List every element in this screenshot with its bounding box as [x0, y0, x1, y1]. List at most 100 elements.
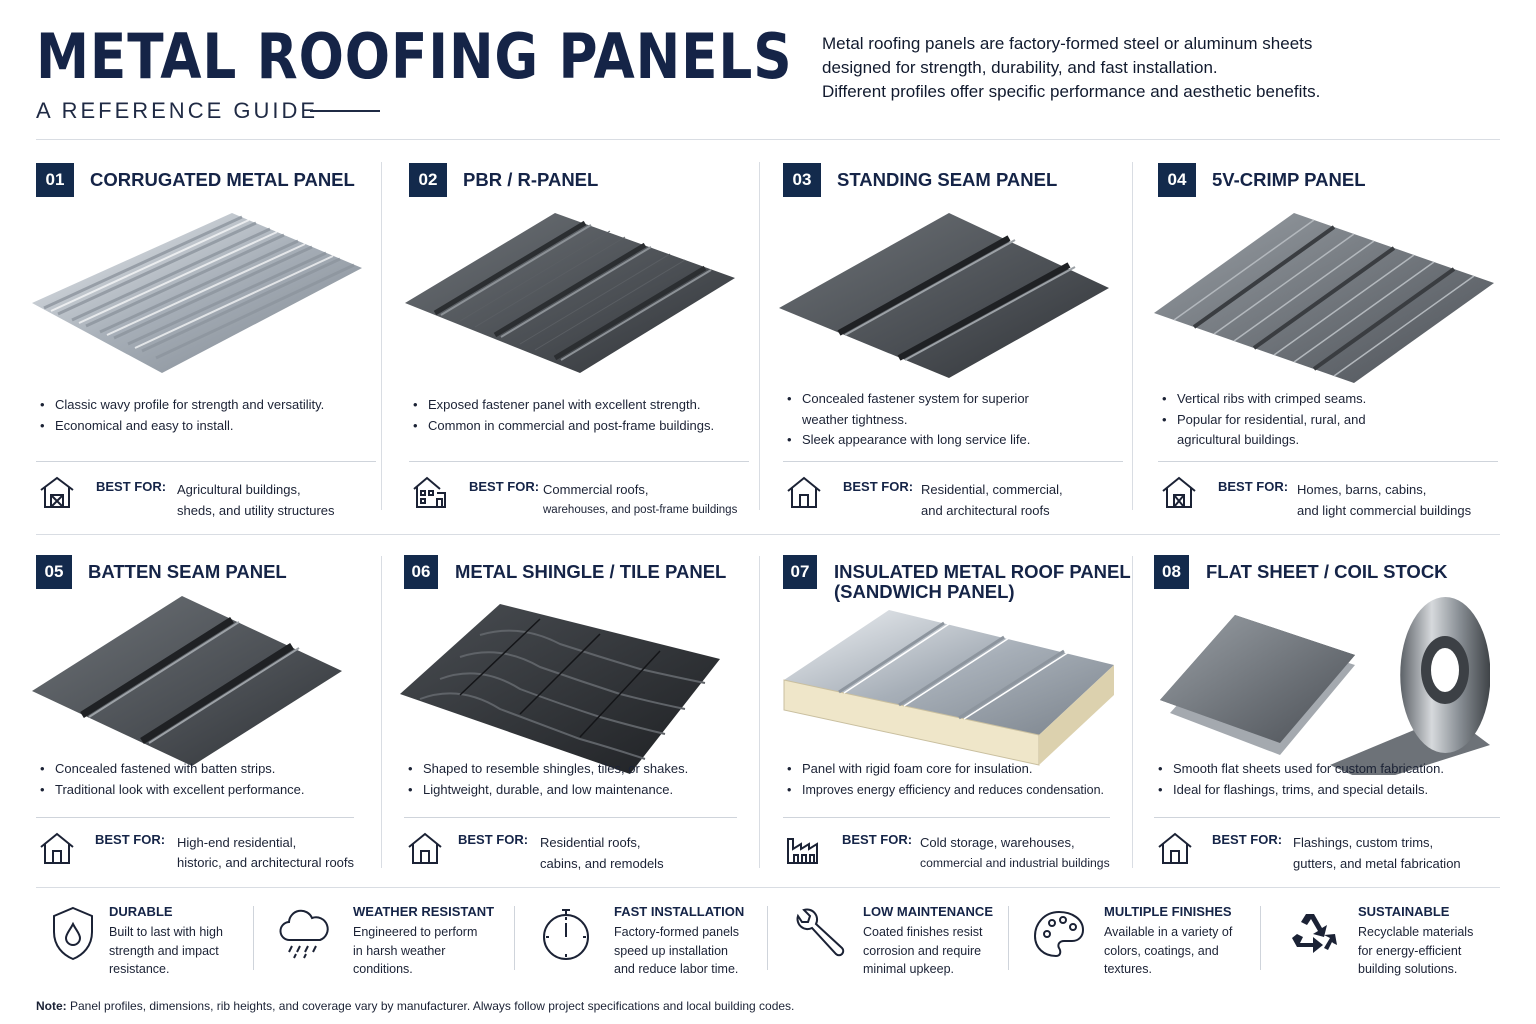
bullet-item: Popular for residential, rural, and — [1162, 410, 1498, 431]
metal-shingle-panel-image — [400, 604, 720, 774]
best-for-label: BEST FOR: — [96, 479, 167, 494]
feature-divider — [767, 906, 768, 970]
panel-number: 07 — [783, 555, 817, 589]
feature-sustainable: SUSTAINABLE Recyclable materials for ene… — [1286, 902, 1498, 982]
bullet-item: Classic wavy profile for strength and ve… — [40, 395, 376, 416]
bullet-item: agricultural buildings. — [1177, 432, 1300, 447]
best-for-line: Agricultural buildings, — [177, 482, 301, 497]
insulated-panel-image — [783, 610, 1114, 766]
panel-bullets: Shaped to resemble shingles, tiles, or s… — [408, 759, 744, 800]
note-text: Panel profiles, dimensions, rib heights,… — [66, 999, 795, 1013]
feature-line: Recyclable materials — [1358, 925, 1474, 939]
best-for-line: Flashings, custom trims, — [1293, 835, 1434, 850]
card-divider — [36, 817, 354, 818]
feature-line: textures. — [1104, 962, 1152, 976]
column-divider — [759, 556, 760, 868]
best-for-label: BEST FOR: — [95, 832, 166, 847]
feature-line: for energy-efficient — [1358, 943, 1462, 958]
feature-line: resistance. — [109, 962, 170, 976]
bullet-item: Traditional look with excellent performa… — [40, 780, 376, 801]
commercial-building-icon — [413, 476, 446, 508]
intro-text: Metal roofing panels are factory-formed … — [822, 32, 1462, 104]
feature-text: Coated finishes resist corrosion and req… — [863, 923, 1003, 979]
row-divider — [36, 534, 1500, 535]
panel-bullets: Smooth flat sheets used for custom fabri… — [1158, 759, 1494, 800]
feature-text: Factory-formed panels speed up installat… — [614, 923, 754, 979]
best-for-line: Homes, barns, cabins, — [1297, 482, 1427, 497]
column-divider — [759, 162, 760, 510]
standing-seam-panel-image — [779, 213, 1109, 378]
barn-icon — [40, 476, 74, 508]
panel-title: STANDING SEAM PANEL — [837, 169, 1058, 190]
bullet-item: Sleek appearance with long service life. — [787, 430, 1123, 451]
wrench-icon — [796, 908, 845, 957]
panel-bullets: Classic wavy profile for strength and ve… — [40, 395, 376, 436]
column-divider — [381, 556, 382, 868]
panel-card-pbr: 02 PBR / R-PANEL Exposed fastener panel … — [405, 163, 749, 523]
note-label: Note: — [36, 999, 67, 1013]
palette-icon — [1033, 910, 1085, 958]
best-for-text: Residential, commercial, and architectur… — [921, 479, 1121, 521]
page-title: METAL ROOFING PANELS — [36, 20, 793, 93]
house-icon — [1158, 832, 1192, 864]
corrugated-panel-image — [32, 213, 362, 373]
best-for-label: BEST FOR: — [1218, 479, 1289, 494]
best-for-line: commercial and industrial buildings — [920, 856, 1110, 870]
best-for-line: Cold storage, warehouses, — [920, 835, 1075, 850]
feature-title: WEATHER RESISTANT — [353, 904, 495, 919]
column-divider — [1132, 162, 1133, 510]
feature-text: Engineered to perform in harsh weather c… — [353, 923, 493, 979]
panel-number: 03 — [783, 163, 821, 197]
panel-number: 04 — [1158, 163, 1196, 197]
best-for-line: cabins, and remodels — [540, 856, 664, 871]
best-for-text: Homes, barns, cabins, and light commerci… — [1297, 479, 1497, 521]
best-for-label: BEST FOR: — [458, 832, 529, 847]
bullet-item: Panel with rigid foam core for insulatio… — [787, 759, 1123, 780]
panel-card-metal-shingle: 06 METAL SHINGLE / TILE PANEL Shaped to … — [400, 555, 744, 915]
panel-bullets: Concealed fastened with batten strips. T… — [40, 759, 376, 800]
best-for-line: and architectural roofs — [921, 503, 1050, 518]
best-for-line: Commercial roofs, — [543, 482, 649, 497]
5v-crimp-panel-image — [1154, 213, 1494, 383]
batten-seam-panel-image — [32, 596, 342, 766]
best-for-line: Residential, commercial, — [921, 482, 1063, 497]
best-for-text: Cold storage, warehouses, commercial and… — [920, 832, 1120, 874]
best-for-label: BEST FOR: — [469, 479, 540, 494]
feature-title: SUSTAINABLE — [1358, 904, 1450, 919]
panel-card-insulated: 07 INSULATED METAL ROOF PANEL (SANDWICH … — [783, 555, 1131, 915]
feature-line: Coated finishes resist — [863, 925, 983, 939]
feature-title: MULTIPLE FINISHES — [1104, 904, 1232, 919]
feature-text: Available in a variety of colors, coatin… — [1104, 923, 1244, 979]
feature-line: building solutions. — [1358, 962, 1458, 976]
feature-line: minimal upkeep. — [863, 962, 955, 976]
best-for-text: Commercial roofs, warehouses, and post-f… — [543, 479, 743, 521]
card-divider — [783, 461, 1123, 462]
feature-title: LOW MAINTENANCE — [863, 904, 993, 919]
feature-line: in harsh weather — [353, 943, 446, 958]
panel-card-standing-seam: 03 STANDING SEAM PANEL Concealed fastene… — [779, 163, 1123, 523]
factory-icon — [787, 838, 818, 864]
panel-title-line: (SANDWICH PANEL) — [834, 581, 1015, 602]
feature-line: speed up installation — [614, 943, 728, 958]
feature-divider — [514, 906, 515, 970]
best-for-label: BEST FOR: — [842, 832, 913, 847]
panel-title-line: INSULATED METAL ROOF PANEL — [834, 561, 1131, 582]
bullet-item: Smooth flat sheets used for custom fabri… — [1158, 759, 1494, 780]
best-for-text: High-end residential, historic, and arch… — [177, 832, 377, 873]
best-for-label: BEST FOR: — [1212, 832, 1283, 847]
panel-title: BATTEN SEAM PANEL — [88, 561, 287, 582]
subtitle-divider — [310, 110, 380, 112]
feature-text: Built to last with high strength and imp… — [109, 923, 249, 979]
feature-line: Factory-formed panels — [614, 925, 740, 939]
bullet-item: Common in commercial and post-frame buil… — [413, 416, 749, 437]
house-icon — [40, 832, 74, 864]
panel-number: 01 — [36, 163, 74, 197]
feature-divider — [1008, 906, 1009, 970]
card-divider — [1154, 817, 1500, 818]
panel-number: 05 — [36, 555, 72, 589]
panel-title: 5V-CRIMP PANEL — [1212, 169, 1366, 190]
feature-title: DURABLE — [109, 904, 173, 919]
column-divider — [1132, 556, 1133, 868]
house-icon — [787, 476, 821, 508]
shield-icon — [53, 906, 93, 961]
